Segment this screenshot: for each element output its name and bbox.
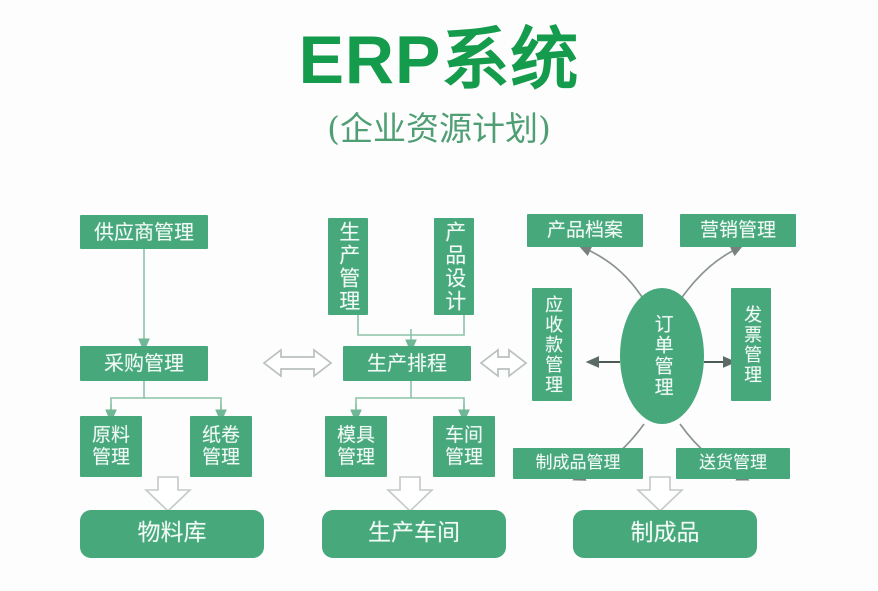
node-accounts-receivable-management[interactable]: 应收款管理 (532, 288, 572, 401)
node-finished-goods-management[interactable]: 制成品管理 (513, 448, 643, 479)
node-mold-management-line2: 管理 (336, 445, 375, 468)
node-mold-management[interactable]: 模具 管理 (325, 416, 387, 477)
page-title-cjk: 系统 (441, 21, 580, 100)
wire-order-to-marketing (679, 245, 744, 301)
node-paper-roll-management-line1: 纸卷 (201, 424, 240, 447)
node-delivery-management[interactable]: 送货管理 (676, 448, 790, 479)
node-marketing-management[interactable]: 营销管理 (680, 214, 796, 247)
node-order-management[interactable]: 订单管理 (620, 288, 704, 424)
node-workshop-management-line2: 管理 (444, 445, 483, 468)
node-paper-roll-management-line2: 管理 (201, 445, 240, 468)
wire-purchase-to-children (105, 381, 227, 423)
node-workshop-management-line1: 车间 (444, 424, 483, 447)
node-purchase-management[interactable]: 采购管理 (80, 346, 208, 381)
node-material-warehouse[interactable]: 物料库 (80, 510, 264, 558)
node-product-design[interactable]: 产品设计 (434, 218, 474, 315)
wire-order-to-product-archive (578, 245, 645, 301)
page-title: ERP系统 (0, 26, 878, 95)
node-paper-roll-management[interactable]: 纸卷 管理 (190, 416, 252, 477)
wire-schedule-to-children (350, 381, 470, 423)
node-invoice-management[interactable]: 发票管理 (731, 288, 771, 401)
node-product-archive[interactable]: 产品档案 (527, 214, 643, 247)
node-raw-material-management[interactable]: 原料 管理 (80, 416, 142, 477)
node-supplier-management[interactable]: 供应商管理 (80, 215, 208, 249)
node-production-management[interactable]: 生产管理 (328, 218, 368, 315)
node-raw-material-management-line1: 原料 (91, 424, 130, 447)
node-finished-goods[interactable]: 制成品 (573, 510, 757, 558)
bidirectional-arrow-schedule-receivable (479, 348, 528, 378)
page-title-latin: ERP (298, 22, 442, 98)
bidirectional-arrow-purchase-schedule (262, 348, 333, 378)
hollow-arrow-to-finished-goods (636, 476, 684, 513)
node-production-workshop[interactable]: 生产车间 (322, 510, 506, 558)
hollow-arrow-to-production-workshop (386, 476, 434, 513)
hollow-arrow-to-material-warehouse (144, 476, 192, 513)
page-subtitle: (企业资源计划) (327, 109, 551, 148)
node-production-scheduling[interactable]: 生产排程 (343, 346, 471, 381)
node-mold-management-line1: 模具 (336, 424, 375, 447)
node-raw-material-management-line2: 管理 (91, 445, 130, 468)
wire-production-sources-to-schedule (357, 315, 465, 353)
node-workshop-management[interactable]: 车间 管理 (433, 416, 495, 477)
